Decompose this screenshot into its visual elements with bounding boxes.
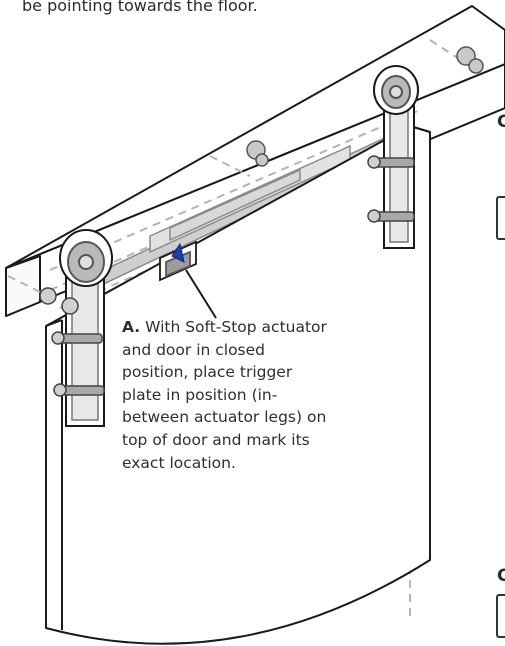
edge-heading-letter: C [497,566,505,586]
soft-stop-actuator [159,240,197,282]
callout-leader-line [185,269,217,319]
edge-box [496,594,505,638]
edge-heading-letter: C [497,112,505,132]
left-hanger-bolts [39,287,105,397]
trigger-plate-marker [171,242,185,263]
right-hanger [373,65,419,249]
left-hanger [59,229,113,427]
callout-text: With Soft-Stop actuator and door in clos… [122,318,327,472]
wall-anchor-bolts [246,46,484,167]
door-panel [45,125,431,645]
callout-label: A. [122,318,141,336]
right-hanger-bolts [367,155,415,223]
callout-step-a: A. With Soft-Stop actuator and door in c… [122,316,332,474]
edge-box [496,196,505,240]
top-caption: be pointing towards the floor. [22,0,258,15]
